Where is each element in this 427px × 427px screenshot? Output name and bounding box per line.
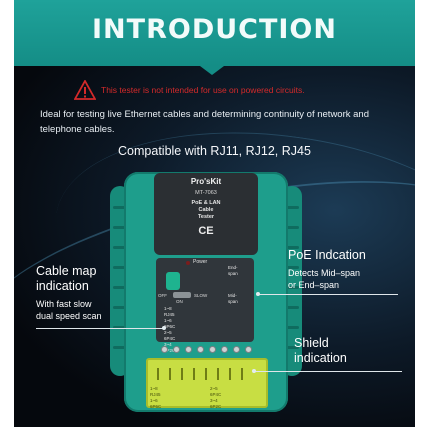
port-pin (181, 368, 183, 380)
banner-pointer (200, 66, 224, 75)
warning-line: This tester is not intended for use on p… (74, 80, 305, 100)
rj45-port[interactable] (146, 358, 268, 408)
cable-led (210, 347, 215, 352)
banner-title: INTRODUCTION (92, 14, 337, 45)
switch-slow-label: SLOW (194, 293, 208, 298)
title-banner: INTRODUCTION (14, 0, 415, 66)
cable-map-title: Cable map indication (36, 264, 97, 293)
port-pin (169, 368, 171, 380)
compatibility-text: Compatible with RJ11, RJ12, RJ45 (118, 144, 311, 158)
shield-title: Shield indication (294, 336, 347, 365)
cable-led (162, 347, 167, 352)
power-led (186, 261, 190, 265)
product-panel: This tester is not intended for use on p… (14, 66, 415, 427)
port-pin (217, 368, 219, 380)
leader-dot (252, 369, 256, 373)
description-text: Ideal for testing live Ethernet cables a… (40, 109, 369, 135)
poe-subtitle: Detects Mid–span or End–span (288, 268, 361, 290)
cable-led (234, 347, 239, 352)
device-name: PoE & LAN Cable Tester (191, 200, 221, 220)
power-label: Power (193, 259, 208, 265)
model-number: MT-7063 (195, 190, 217, 196)
cable-map-leader-line (36, 328, 164, 329)
warning-triangle-icon (74, 80, 96, 100)
leader-dot (256, 292, 260, 296)
warning-text: This tester is not intended for use on p… (101, 85, 305, 95)
poe-leader-line (258, 294, 398, 295)
cable-led (198, 347, 203, 352)
cable-led (174, 347, 179, 352)
brand-logo: Pro'sKit (190, 177, 222, 186)
speed-switch[interactable] (173, 292, 191, 298)
port-pin (205, 368, 207, 380)
port-label-right: 2~5 6P4C 3~4 6P2C (210, 386, 222, 409)
device-label-plate: Pro'sKit MT-7063 PoE & LAN Cable Tester … (154, 173, 258, 255)
shield-leader-line (254, 371, 402, 372)
cable-led (246, 347, 251, 352)
span-indicator-labels: End-span Mid-span (228, 265, 238, 304)
port-label-left: 1~8 RJ45 1~6 6P6C (150, 386, 162, 409)
port-pin (157, 368, 159, 380)
ce-mark: CE (198, 225, 214, 237)
port-pin (229, 368, 231, 380)
switch-on-label: ON (176, 299, 183, 304)
port-pin (241, 368, 243, 380)
leader-dot (162, 326, 166, 330)
port-pin (193, 368, 195, 380)
cable-led (222, 347, 227, 352)
cable-map-subtitle: With fast slow dual speed scan (36, 299, 102, 321)
poe-title: PoE Indcation (288, 248, 366, 262)
mode-list: 1~8 RJ45 1~6 6P6C 2~5 6P4C 3~4 6P2C (164, 306, 176, 353)
test-button[interactable] (166, 272, 180, 290)
switch-off-label: OFF (158, 293, 167, 298)
cable-led (186, 347, 191, 352)
